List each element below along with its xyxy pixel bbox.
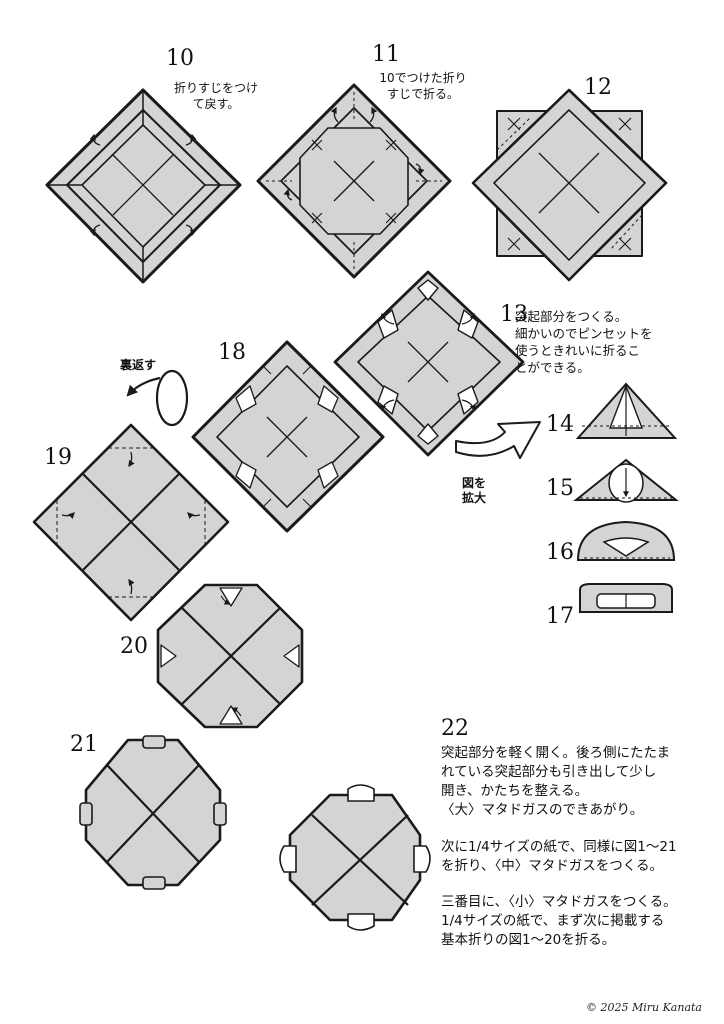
step-15-figure	[573, 458, 679, 503]
step-12-number: 12	[584, 75, 612, 100]
step-10-text: 折りすじをつけ て戻す。	[173, 81, 258, 111]
step-10-figure	[45, 88, 242, 284]
step-20-figure	[156, 583, 304, 729]
flip-label: 裏返す	[120, 358, 157, 372]
step-21-number: 21	[70, 732, 98, 757]
step-19-figure	[32, 423, 230, 622]
step-10-number: 10	[166, 46, 194, 71]
copyright: © 2025 Miru Kanata	[585, 1001, 702, 1014]
step-20-number: 20	[120, 634, 148, 659]
flip-arrow	[126, 369, 189, 427]
step-17-number: 17	[546, 604, 574, 629]
step-18-number: 18	[218, 340, 246, 365]
step-15-number: 15	[546, 476, 574, 501]
step-11-number: 11	[372, 42, 400, 67]
zoom-arrow	[455, 421, 541, 459]
step-11-figure	[256, 83, 452, 279]
step-22-text-2: 次に1/4サイズの紙で、同様に図1〜21 を折り、〈中〉マタドガスをつくる。	[441, 839, 677, 874]
step-13-figure	[333, 270, 525, 457]
step-21-figure	[79, 735, 227, 890]
step-22-figure	[279, 784, 431, 931]
step-13-text: 突起部分をつくる。 細かいのでピンセットを 使うときれいに折るこ とができる。	[515, 309, 653, 375]
step-11-text: 10でつけた折り すじで折る。	[379, 71, 467, 101]
step-17-figure	[579, 583, 673, 613]
step-18-figure	[191, 340, 385, 533]
step-19-number: 19	[44, 445, 72, 470]
step-14-number: 14	[546, 412, 574, 437]
step-16-number: 16	[546, 540, 574, 565]
step-14-figure	[575, 382, 678, 439]
step-16-figure	[576, 520, 676, 561]
step-12-figure	[471, 88, 668, 282]
zoom-label: 図を 拡大	[462, 476, 487, 505]
step-13-number: 13	[500, 302, 528, 327]
step-22-text-1: 突起部分を軽く開く。後ろ側にたたま れている突起部分も引き出して少し 開き、かた…	[441, 745, 671, 818]
step-22-number: 22	[441, 716, 469, 741]
step-22-text-3: 三番目に、〈小〉マタドガスをつくる。 1/4サイズの紙で、まず次に掲載する 基本…	[441, 894, 677, 948]
